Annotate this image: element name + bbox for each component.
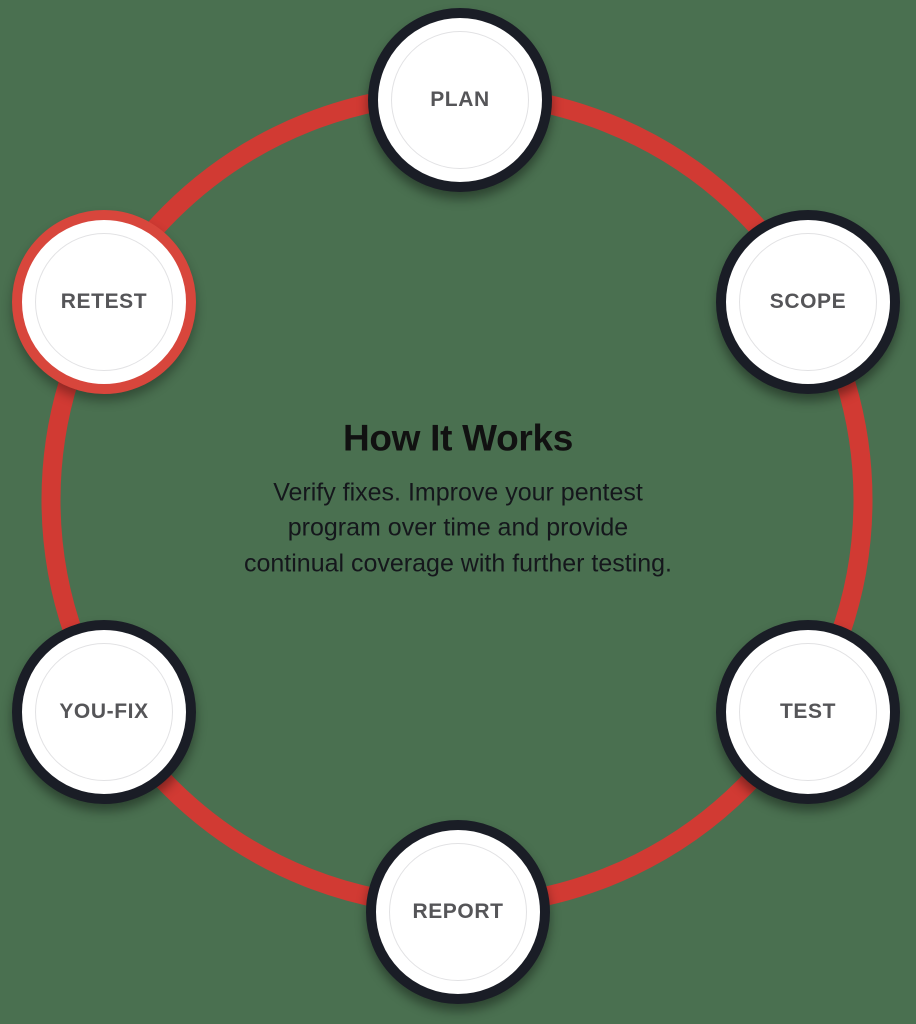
cycle-node-scope[interactable]: SCOPE	[716, 210, 900, 394]
cycle-node-label: TEST	[779, 700, 837, 723]
cycle-node-label: PLAN	[430, 88, 490, 111]
cycle-node-label: YOU-FIX	[59, 700, 149, 723]
cycle-node-plan[interactable]: PLAN	[368, 8, 552, 192]
cycle-node-label: SCOPE	[769, 290, 847, 313]
cycle-node-test[interactable]: TEST	[716, 620, 900, 804]
cycle-node-label: RETEST	[60, 290, 148, 313]
cycle-node-report[interactable]: REPORT	[366, 820, 550, 1004]
cycle-ring-circle	[41, 84, 873, 916]
cycle-node-you-fix[interactable]: YOU-FIX	[12, 620, 196, 804]
cycle-node-retest[interactable]: RETEST	[12, 210, 196, 394]
cycle-node-label: REPORT	[412, 900, 504, 923]
